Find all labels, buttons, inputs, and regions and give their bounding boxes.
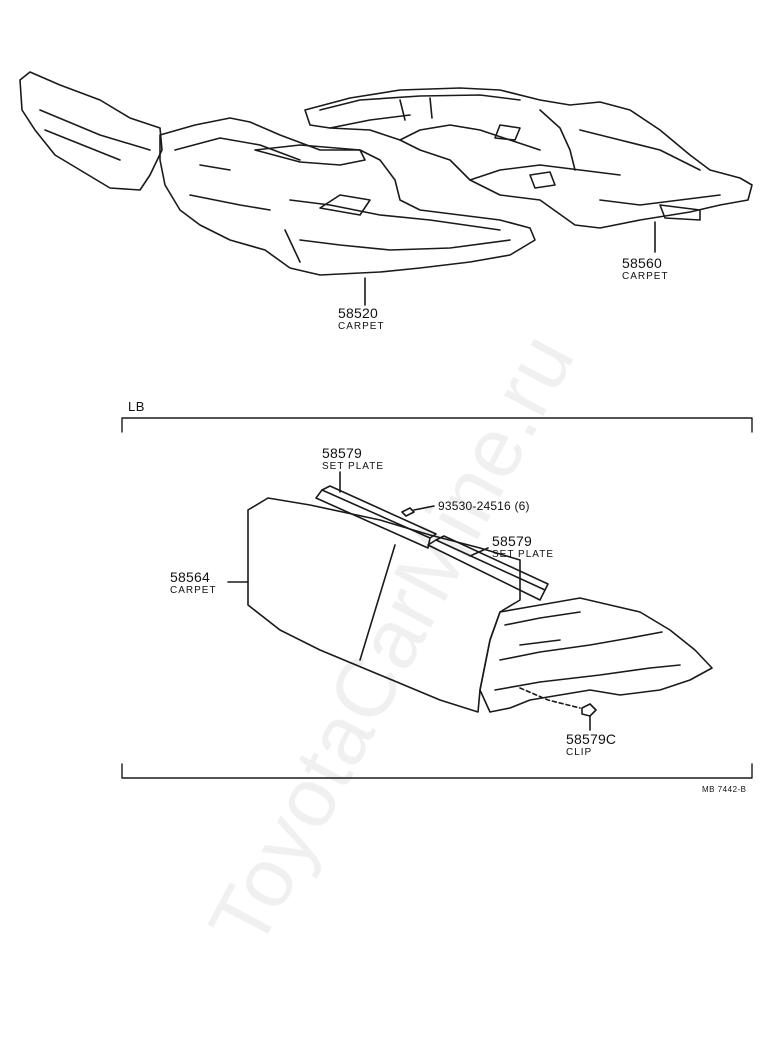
part-name-58579-lower: SET PLATE: [492, 549, 554, 560]
carpet-58520-drawing: [19, 71, 536, 306]
part-number-58560: 58560: [622, 255, 662, 271]
lb-section-frame: [121, 417, 753, 779]
carpet-58560-drawing: [304, 87, 753, 253]
part-number-58579-lower: 58579: [492, 533, 532, 549]
part-name-58520: CARPET: [338, 321, 385, 332]
part-number-58520: 58520: [338, 305, 378, 321]
part-name-58560: CARPET: [622, 271, 669, 282]
part-number-58579-upper: 58579: [322, 445, 362, 461]
drawing-code: MB 7442-B: [702, 785, 747, 794]
carpet-58564-drawing: [227, 471, 713, 731]
part-number-93530: 93530-24516 (6): [438, 499, 530, 513]
part-name-58579-upper: SET PLATE: [322, 461, 384, 472]
part-name-58579c: CLIP: [566, 747, 593, 758]
part-name-58564: CARPET: [170, 585, 217, 596]
part-number-58579c: 58579C: [566, 731, 617, 747]
section-label: LB: [128, 399, 145, 414]
part-number-58564: 58564: [170, 569, 210, 585]
